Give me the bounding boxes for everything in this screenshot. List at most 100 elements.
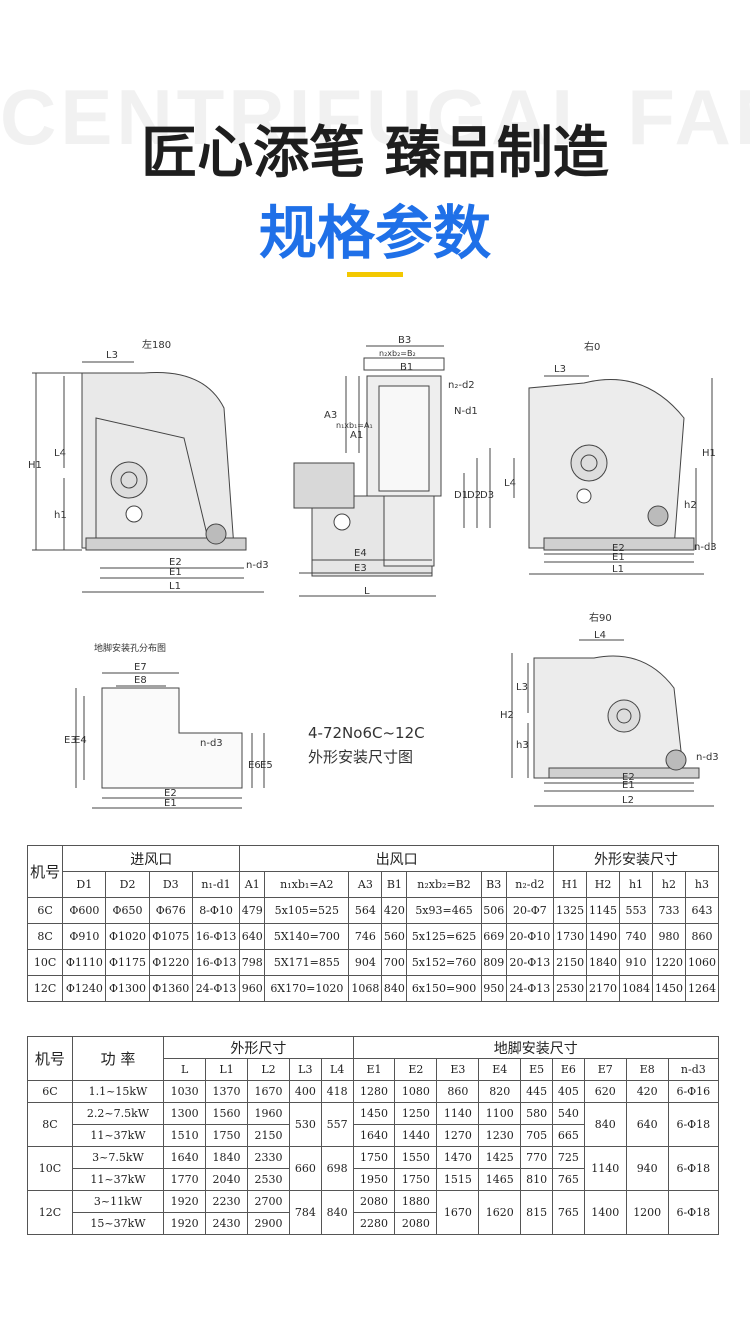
cell: 1465 xyxy=(478,1168,522,1191)
cell: 10C xyxy=(26,949,64,976)
table-row: 11~37kW 1510 1750 2150 1640 1440 1270 12… xyxy=(28,1124,719,1147)
cell: 24-Φ13 xyxy=(191,975,241,1002)
cell: 420 xyxy=(625,1080,669,1103)
cell: 2150 xyxy=(553,949,588,976)
cell: 2080 xyxy=(394,1212,438,1235)
cell: 1950 xyxy=(352,1168,396,1191)
col-header: n₂xb₂=B2 xyxy=(406,871,482,898)
cell: 1300 xyxy=(163,1102,207,1125)
watermark-text: CENTRIFUGAL FAN xyxy=(0,73,750,161)
right-90-view xyxy=(511,639,714,807)
cell: 580 xyxy=(520,1102,554,1125)
col-header: n₁-d1 xyxy=(191,871,241,898)
cell: 815 xyxy=(520,1190,554,1235)
col-header: h2 xyxy=(651,871,686,898)
cell: 2040 xyxy=(205,1168,249,1191)
cell: 1770 xyxy=(163,1168,207,1191)
dim-E2-right: E2 xyxy=(612,543,625,554)
dim-E1: E1 xyxy=(169,567,182,578)
dim-A1: A1 xyxy=(350,430,363,441)
cell: 798 xyxy=(239,949,266,976)
cell: 1425 xyxy=(478,1146,522,1169)
cell: 5X171=855 xyxy=(264,949,350,976)
dim-H1: H1 xyxy=(28,460,42,471)
dim-A3: A3 xyxy=(324,410,337,421)
cell: 2280 xyxy=(352,1212,396,1235)
cell: 418 xyxy=(320,1080,354,1103)
cell: 1370 xyxy=(205,1080,249,1103)
cell: 3~11kW xyxy=(71,1190,165,1213)
dim-L4-r90: L4 xyxy=(594,630,606,641)
dim-E3: E3 xyxy=(354,563,367,574)
cell: 904 xyxy=(348,949,383,976)
cell: 1515 xyxy=(436,1168,480,1191)
cell: 1145 xyxy=(586,897,621,924)
dim-n2d2: n₂-d2 xyxy=(448,380,475,391)
col-header: h3 xyxy=(684,871,720,898)
cell: 1640 xyxy=(163,1146,207,1169)
cell: 1220 xyxy=(651,949,686,976)
dim-E2: E2 xyxy=(169,557,182,568)
dim-L1: L1 xyxy=(169,581,181,592)
front-view xyxy=(293,345,491,597)
dim-E8: E8 xyxy=(134,675,147,686)
col-header: H1 xyxy=(553,871,588,898)
dim-E3-foot: E3 xyxy=(64,735,77,746)
cell: 770 xyxy=(520,1146,554,1169)
col-header: L xyxy=(163,1058,207,1081)
cell: 1264 xyxy=(684,975,720,1002)
cell: 6C xyxy=(26,897,64,924)
col-header: L1 xyxy=(205,1058,249,1081)
cell: 2080 xyxy=(352,1190,396,1213)
cell: 733 xyxy=(651,897,686,924)
dim-L3-r90: L3 xyxy=(516,682,528,693)
table-row: 6C 1.1~15kW 1030 1370 1670 400 418 1280 … xyxy=(27,1080,720,1103)
dim-L1-right: L1 xyxy=(612,564,624,575)
cell: 860 xyxy=(684,923,720,950)
cell: 10C xyxy=(27,1146,73,1191)
cell: 1080 xyxy=(394,1080,438,1103)
col-header: D2 xyxy=(105,871,150,898)
cell: 810 xyxy=(520,1168,554,1191)
col-header: n₂-d2 xyxy=(505,871,555,898)
cell: 12C xyxy=(27,1190,73,1235)
group-outer-size: 外形尺寸 xyxy=(163,1036,354,1059)
cell: 24-Φ13 xyxy=(505,975,555,1002)
cell: Φ1240 xyxy=(62,975,107,1002)
cell: 1060 xyxy=(684,949,720,976)
cell: 1490 xyxy=(586,923,621,950)
spec-table-dimensions: 机号 功 率 外形尺寸 地脚安装尺寸 L L1 L2 L3 L4 E1 E2 E… xyxy=(27,1036,720,1235)
cell: 11~37kW xyxy=(71,1168,165,1191)
col-header: E8 xyxy=(625,1058,669,1081)
cell: 620 xyxy=(583,1080,627,1103)
group-foot-install: 地脚安装尺寸 xyxy=(352,1036,720,1059)
cell: 5X140=700 xyxy=(264,923,350,950)
cell: 840 xyxy=(320,1190,354,1235)
cell: 6-Φ18 xyxy=(667,1102,720,1147)
cell: 11~37kW xyxy=(71,1124,165,1147)
cell: 665 xyxy=(552,1124,585,1147)
cell: 1230 xyxy=(478,1124,522,1147)
dim-nd3-foot: n-d3 xyxy=(200,738,223,749)
dim-L4: L4 xyxy=(54,448,66,459)
cell: 1100 xyxy=(478,1102,522,1125)
col-header: A3 xyxy=(348,871,383,898)
cell: 20-Φ7 xyxy=(505,897,555,924)
dim-L2: L2 xyxy=(622,795,634,806)
cell: 479 xyxy=(239,897,266,924)
cell: Φ910 xyxy=(62,923,107,950)
cell: 746 xyxy=(348,923,383,950)
cell: 1440 xyxy=(394,1124,438,1147)
group-outlet: 出风口 xyxy=(239,845,555,872)
left-180-view xyxy=(32,361,264,593)
cell: 1920 xyxy=(163,1190,207,1213)
dim-E4: E4 xyxy=(354,548,367,559)
cell: 765 xyxy=(552,1190,585,1235)
dim-H1-right: H1 xyxy=(702,448,716,459)
cell: 564 xyxy=(348,897,383,924)
col-header: E2 xyxy=(394,1058,438,1081)
dim-h1: h1 xyxy=(54,510,67,521)
label-left180: 左180 xyxy=(142,338,171,351)
cell: 1640 xyxy=(352,1124,396,1147)
col-header: L2 xyxy=(247,1058,290,1081)
